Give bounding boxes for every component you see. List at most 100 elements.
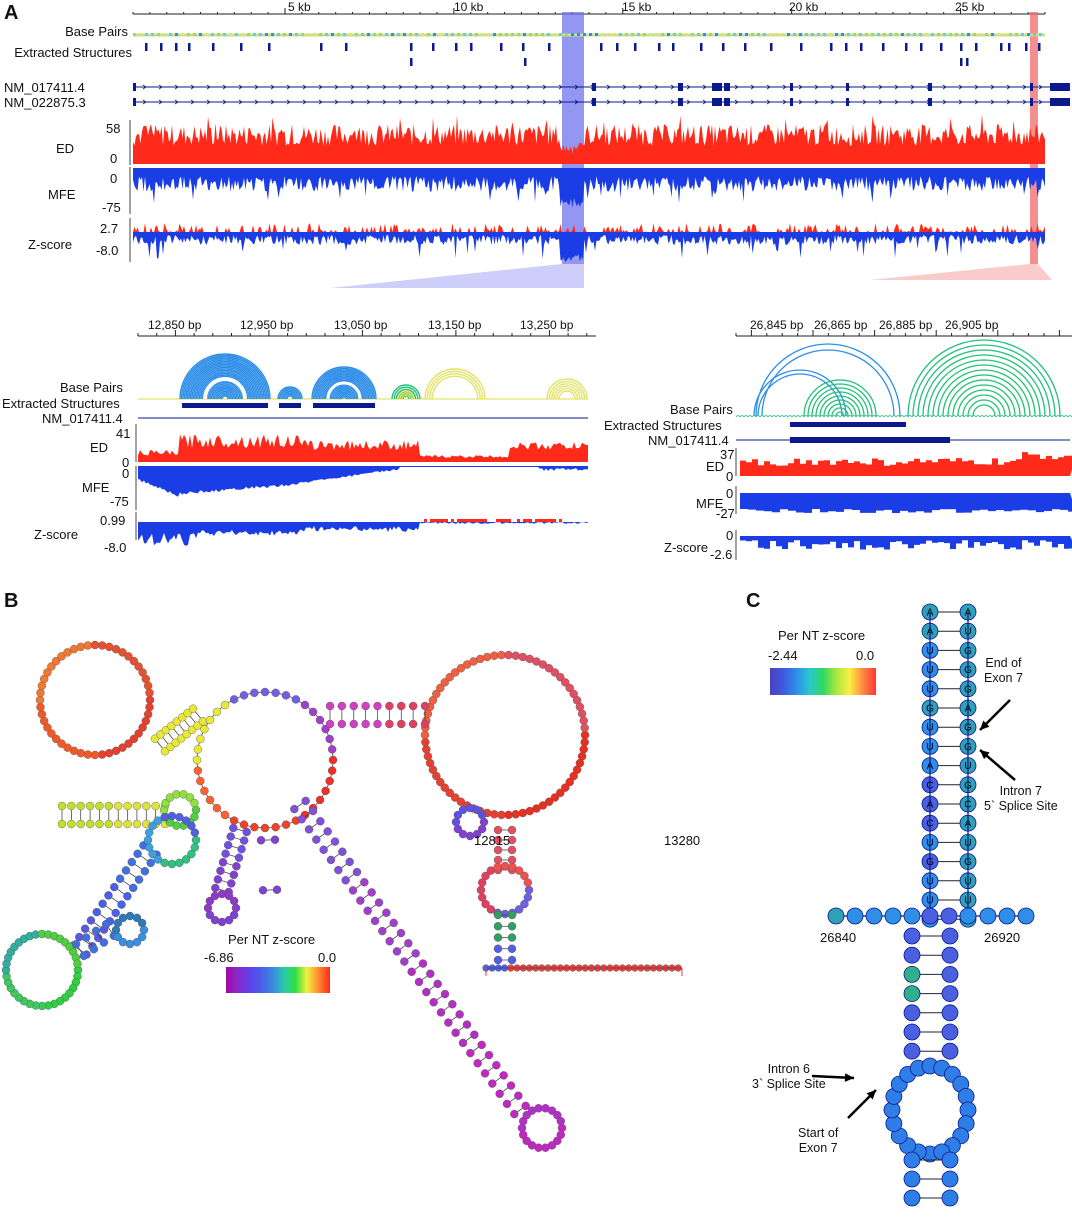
- base-pair-tick: [1039, 33, 1042, 36]
- zoom-right-label-base-pairs: Base Pairs: [670, 402, 733, 417]
- base-pair-arc: [280, 389, 300, 400]
- nucleotide: [290, 804, 299, 814]
- base-pair-wiggle: [779, 415, 785, 418]
- base-pair-arc: [917, 349, 1051, 417]
- transcript-strand-arrow: [478, 99, 483, 105]
- zscore-positive-mark: [523, 519, 526, 522]
- mfe-scale-min: -75: [102, 200, 121, 215]
- base-pair-arc: [397, 390, 415, 400]
- base-pair-tick: [583, 33, 586, 36]
- axis-tick-20kb: 20 kb: [789, 0, 819, 14]
- base-pair-arc: [912, 344, 1056, 417]
- nucleotide: [518, 652, 528, 662]
- zscore-positive-mark: [547, 519, 550, 522]
- base-pair-arc: [320, 375, 368, 400]
- base-pair-tick: [253, 33, 256, 36]
- nucleotide: [426, 969, 435, 978]
- nucleotide: [514, 1091, 523, 1100]
- base-pair-arc: [197, 371, 253, 400]
- transcript-strand-arrow: [798, 99, 803, 105]
- nucleotide: [229, 823, 238, 833]
- nucleotide: [466, 1048, 475, 1058]
- transcript-exon: [712, 98, 722, 106]
- extracted-structure: [268, 43, 271, 51]
- base-pair-arc: [548, 380, 586, 400]
- bottom-stem-nucleotide: [941, 1189, 959, 1207]
- base-pair-arc: [831, 407, 849, 417]
- base-pair-arc: [219, 393, 231, 400]
- nucleotide: [373, 701, 382, 711]
- nucleotide: [229, 870, 239, 880]
- junction-nucleotide: [998, 907, 1016, 925]
- zoom-right-tick-4: 26,905 bp: [945, 318, 999, 332]
- lower-stem-nucleotide: [903, 946, 921, 964]
- transcript-strand-arrow: [942, 99, 947, 105]
- nucleotide: [327, 745, 337, 754]
- nucleotide: [57, 652, 66, 661]
- nucleotide: [445, 788, 454, 798]
- nucleotide: [260, 687, 270, 697]
- nucleotide: [507, 922, 517, 931]
- nucleotide: [181, 855, 191, 864]
- nucleotide: [104, 891, 113, 900]
- nucleotide: [492, 1061, 501, 1070]
- nucleotide: [514, 905, 524, 914]
- base-pair-tick: [739, 33, 742, 36]
- base-pair-tick: [421, 33, 424, 36]
- base-pair-wiggle: [1007, 415, 1013, 418]
- base-pair-arc: [546, 378, 588, 400]
- z-scale-min: -8.0: [96, 243, 119, 258]
- base-pair-tick: [991, 33, 994, 36]
- nucleotide: [493, 910, 503, 920]
- base-pair-wiggle: [763, 415, 769, 418]
- base-pair-wiggle: [831, 415, 837, 418]
- base-pair-tick: [655, 33, 658, 36]
- transcript-strand-arrow: [494, 84, 499, 90]
- transcript-strand-arrow: [814, 99, 819, 105]
- zscore-positive-mark: [559, 519, 562, 522]
- base-pair-arc: [209, 383, 241, 400]
- base-pair-arc: [188, 362, 262, 400]
- base-pair-arc: [189, 363, 261, 400]
- nucleotide: [221, 849, 230, 858]
- nucleotide: [477, 878, 487, 887]
- nucleotide: [477, 893, 487, 902]
- nucleotide: [420, 719, 430, 729]
- transcript-exon: [724, 98, 730, 106]
- transcript-strand-arrow: [606, 84, 611, 90]
- zscore-positive-signal: [133, 223, 1045, 232]
- base-pair-wiggle: [783, 415, 789, 418]
- nucleotide: [211, 883, 220, 893]
- base-pair-tick: [799, 33, 802, 36]
- base-pair-wiggle: [755, 415, 761, 418]
- junction-nucleotide: [959, 907, 977, 925]
- zoom-right-mfe-max: 0: [726, 486, 734, 501]
- base-pair-arc: [183, 357, 267, 400]
- base-pair-wiggle: [987, 415, 993, 418]
- base-pair-arc: [551, 383, 583, 400]
- base-pair-wiggle: [951, 415, 957, 418]
- base-pair-arc: [947, 379, 1021, 417]
- base-pair-arc: [399, 392, 413, 400]
- base-pair-arc: [283, 392, 297, 400]
- junction-nucleotide: [884, 907, 902, 925]
- nucleotide: [493, 944, 503, 953]
- base-pair-wiggle: [751, 415, 757, 418]
- base-pair-arc: [314, 369, 374, 400]
- base-pair-tick: [841, 33, 844, 36]
- base-pair-wiggle: [999, 415, 1005, 418]
- nucleotide: [493, 845, 503, 855]
- nucleotide: [325, 701, 335, 711]
- base-pair-arc: [555, 387, 579, 400]
- zoom-left-label-base-pairs: Base Pairs: [60, 380, 123, 395]
- base-pair-wiggle: [811, 415, 817, 418]
- nucleotide: [525, 806, 534, 816]
- base-pair-tick: [595, 33, 598, 36]
- nucleotide: [76, 819, 85, 829]
- axis-tick-10kb: 10 kb: [454, 0, 484, 14]
- nucleotide: [205, 910, 215, 920]
- base-pair-tick: [259, 33, 262, 36]
- nucleotide: [229, 910, 239, 920]
- nucleotide: [134, 729, 143, 738]
- transcript-strand-arrow: [446, 99, 451, 105]
